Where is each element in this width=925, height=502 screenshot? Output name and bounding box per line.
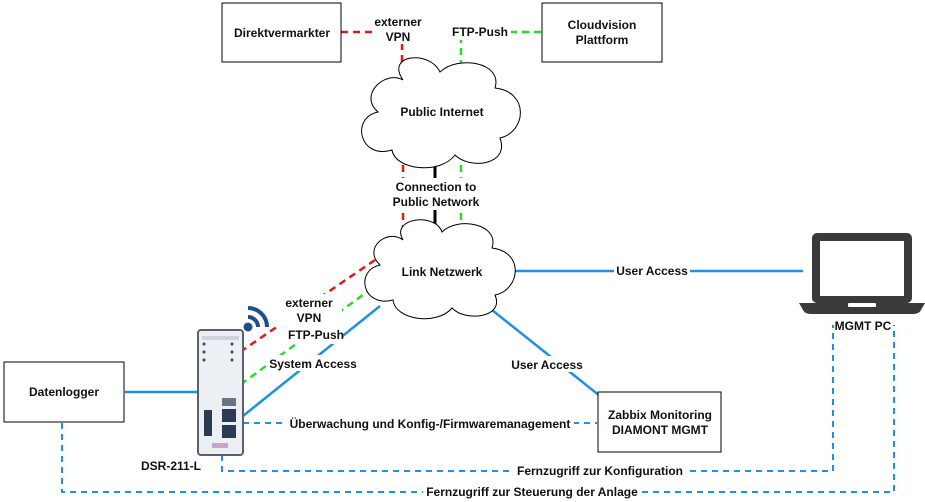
connection-line2: Public Network bbox=[393, 195, 480, 209]
ueberwachung-label: Überwachung und Konfig-/Firmwaremanageme… bbox=[290, 416, 571, 431]
box-zabbix bbox=[597, 391, 722, 453]
mgmt-pc-label: MGMT PC bbox=[835, 319, 892, 333]
box-datenlogger bbox=[3, 361, 125, 423]
zabbix-label-line2: DIAMONT MGMT bbox=[612, 423, 709, 437]
box-cloudvision bbox=[541, 2, 663, 63]
box-direktvermarkter bbox=[221, 2, 342, 63]
datenlogger-label: Datenlogger bbox=[29, 385, 99, 399]
public-internet-label: Public Internet bbox=[400, 105, 483, 119]
cloud-public-internet bbox=[361, 57, 521, 169]
user-access-zabbix: User Access bbox=[511, 358, 583, 372]
router-device-icon bbox=[197, 329, 244, 456]
direktvermarkter-label: Direktvermarkter bbox=[234, 26, 330, 40]
laptop-icon bbox=[799, 233, 925, 314]
edge-user-access-zabbix bbox=[491, 309, 606, 401]
user-access-pc: User Access bbox=[616, 264, 688, 278]
edge-vpn-left bbox=[239, 258, 376, 354]
cloudvision-label-line1: Cloudvision bbox=[568, 18, 637, 32]
dsr-label: DSR-211-L bbox=[141, 459, 201, 473]
edge-fernzugriff-konfig bbox=[221, 325, 834, 472]
externer-vpn-left-line1: externer bbox=[285, 296, 333, 310]
ftp-push-left: FTP-Push bbox=[288, 328, 344, 342]
link-netzwerk-label: Link Netzwerk bbox=[402, 265, 483, 279]
externer-vpn-top-line2: VPN bbox=[386, 30, 411, 44]
fernzugriff-steuerung-label: Fernzugriff zur Steuerung der Anlage bbox=[426, 485, 638, 499]
cloudvision-label-line2: Plattform bbox=[576, 33, 629, 47]
zabbix-label-line1: Zabbix Monitoring bbox=[608, 408, 712, 422]
cloud-link-netzwerk bbox=[364, 219, 516, 320]
externer-vpn-top-line1: externer bbox=[374, 15, 422, 29]
ftp-push-top: FTP-Push bbox=[452, 25, 508, 39]
externer-vpn-left-line2: VPN bbox=[297, 311, 322, 325]
wifi-icon bbox=[243, 306, 269, 332]
edge-cloudvision-ftp bbox=[459, 30, 541, 72]
fernzugriff-konfig-label: Fernzugriff zur Konfiguration bbox=[517, 464, 683, 478]
connection-line1: Connection to bbox=[396, 180, 477, 194]
system-access-label: System Access bbox=[269, 357, 357, 371]
